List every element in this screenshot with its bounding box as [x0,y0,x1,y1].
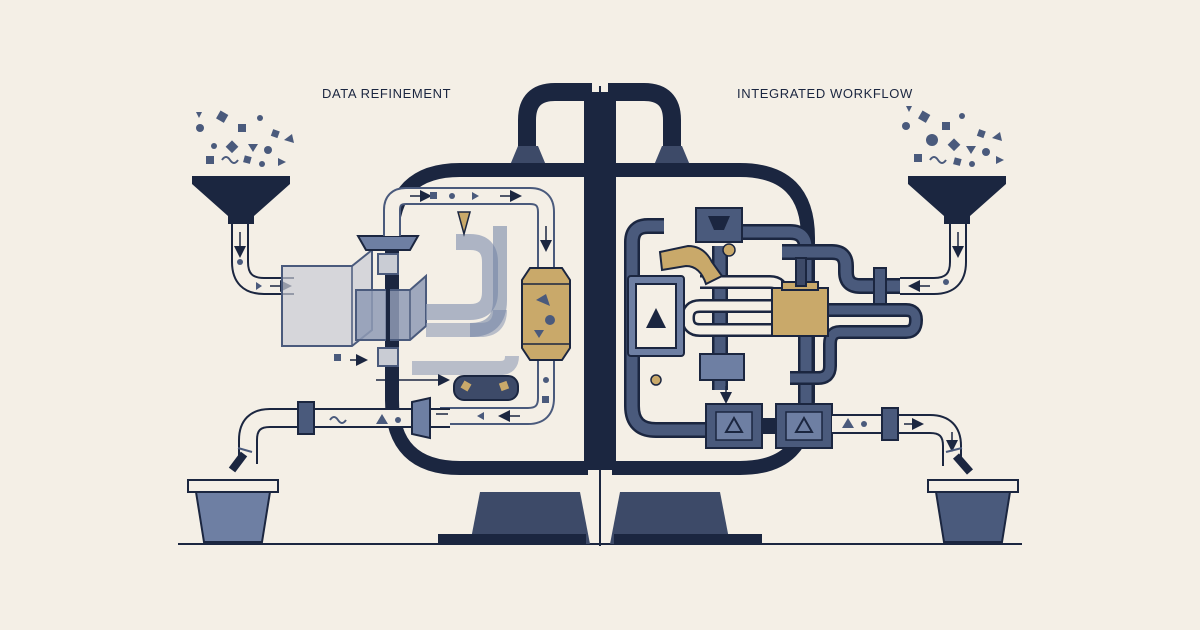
left-coupling [297,401,315,435]
left-input-funnel [192,110,294,295]
right-inlet-coupling [873,267,887,305]
right-section-title: INTEGRATED WORKFLOW [737,86,913,101]
right-pipe-network [624,207,924,449]
right-input-funnel [900,106,1006,295]
gold-elbow [658,244,724,286]
left-translucent-pipes [334,187,555,425]
left-output-pipe [228,396,450,473]
left-pedestal [470,492,590,544]
right-funnel [908,176,1006,224]
right-pedestal [610,492,730,544]
left-refinement-unit [281,235,427,402]
right-output-pipe [832,407,974,475]
right-bucket [927,479,1019,543]
dark-capsule [453,375,519,401]
left-section-title: DATA REFINEMENT [322,86,452,101]
right-arch [608,83,681,148]
right-coupling [881,407,899,441]
gold-block [771,287,829,337]
left-bucket [187,479,279,543]
gold-filter-capsule [521,267,571,361]
left-arch [518,83,592,148]
left-funnel [192,176,290,224]
intake-cap [356,235,420,251]
